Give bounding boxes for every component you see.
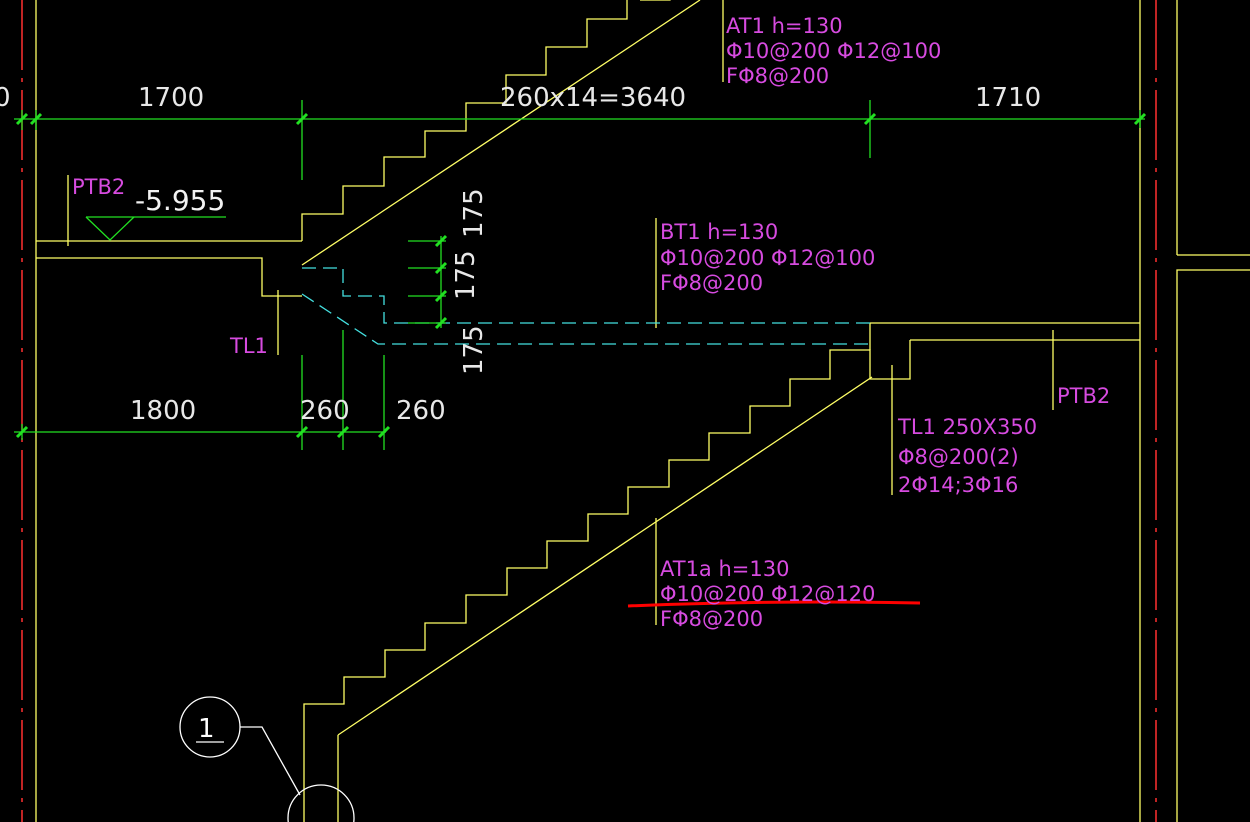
bt1-dist: FΦ8@200 (660, 271, 763, 295)
dim-top-right: 1710 (975, 83, 1041, 113)
dim-bottom-mid: 260 (300, 396, 350, 426)
at1a-bars: Φ10@200 Φ12@120 (660, 582, 875, 606)
dim-riser-1: 175 (459, 188, 489, 238)
section-mark (179, 696, 355, 822)
at1-dist: FΦ8@200 (726, 64, 829, 88)
bt1-title: BT1 h=130 (660, 220, 778, 244)
tl1-right-bars: 2Φ14;3Φ16 (898, 473, 1018, 497)
bt1-bars: Φ10@200 Φ12@100 (660, 246, 875, 270)
flight-bt1-annotation: BT1 h=130 Φ10@200 Φ12@100 FΦ8@200 (660, 220, 875, 295)
dim-top-left: 1700 (138, 83, 204, 113)
elevation-value: -5.955 (135, 184, 225, 217)
elevation-symbol (85, 216, 135, 241)
tl1-right-title: TL1 250X350 (897, 415, 1037, 439)
dim-top-edge: 0 (0, 83, 11, 113)
elevation-label: PTB2 (72, 175, 125, 199)
dim-riser-3: 175 (459, 325, 489, 375)
wall-axis-lines (21, 0, 1157, 822)
flight-at1a-annotation: AT1a h=130 Φ10@200 Φ12@120 FΦ8@200 (660, 557, 875, 631)
stair-outline (35, 0, 1250, 822)
section-mark-number: 1 (198, 714, 215, 744)
at1a-title: AT1a h=130 (660, 557, 789, 581)
tl1-left-label: TL1 (229, 334, 268, 358)
dimension-texts: 0 1700 260x14=3640 1710 1800 260 260 175… (0, 83, 1041, 426)
flight-at1-annotation: AT1 h=130 Φ10@200 Φ12@100 FΦ8@200 (726, 14, 941, 88)
tl1-right-annotation: TL1 250X350 Φ8@200(2) 2Φ14;3Φ16 (897, 415, 1037, 497)
hidden-lines (301, 267, 870, 345)
at1-bars: Φ10@200 Φ12@100 (726, 39, 941, 63)
dim-riser-2: 175 (451, 250, 481, 300)
dim-bottom-right: 260 (396, 396, 446, 426)
platform-right-label: PTB2 (1057, 384, 1110, 408)
tl1-right-stirrups: Φ8@200(2) (898, 445, 1019, 469)
at1-title: AT1 h=130 (726, 14, 843, 38)
dim-top-middle: 260x14=3640 (500, 83, 686, 113)
dim-bottom-left: 1800 (130, 396, 196, 426)
at1a-dist: FΦ8@200 (660, 607, 763, 631)
red-markup-underline (627, 600, 921, 608)
dimension-ticks (15, 112, 1147, 439)
